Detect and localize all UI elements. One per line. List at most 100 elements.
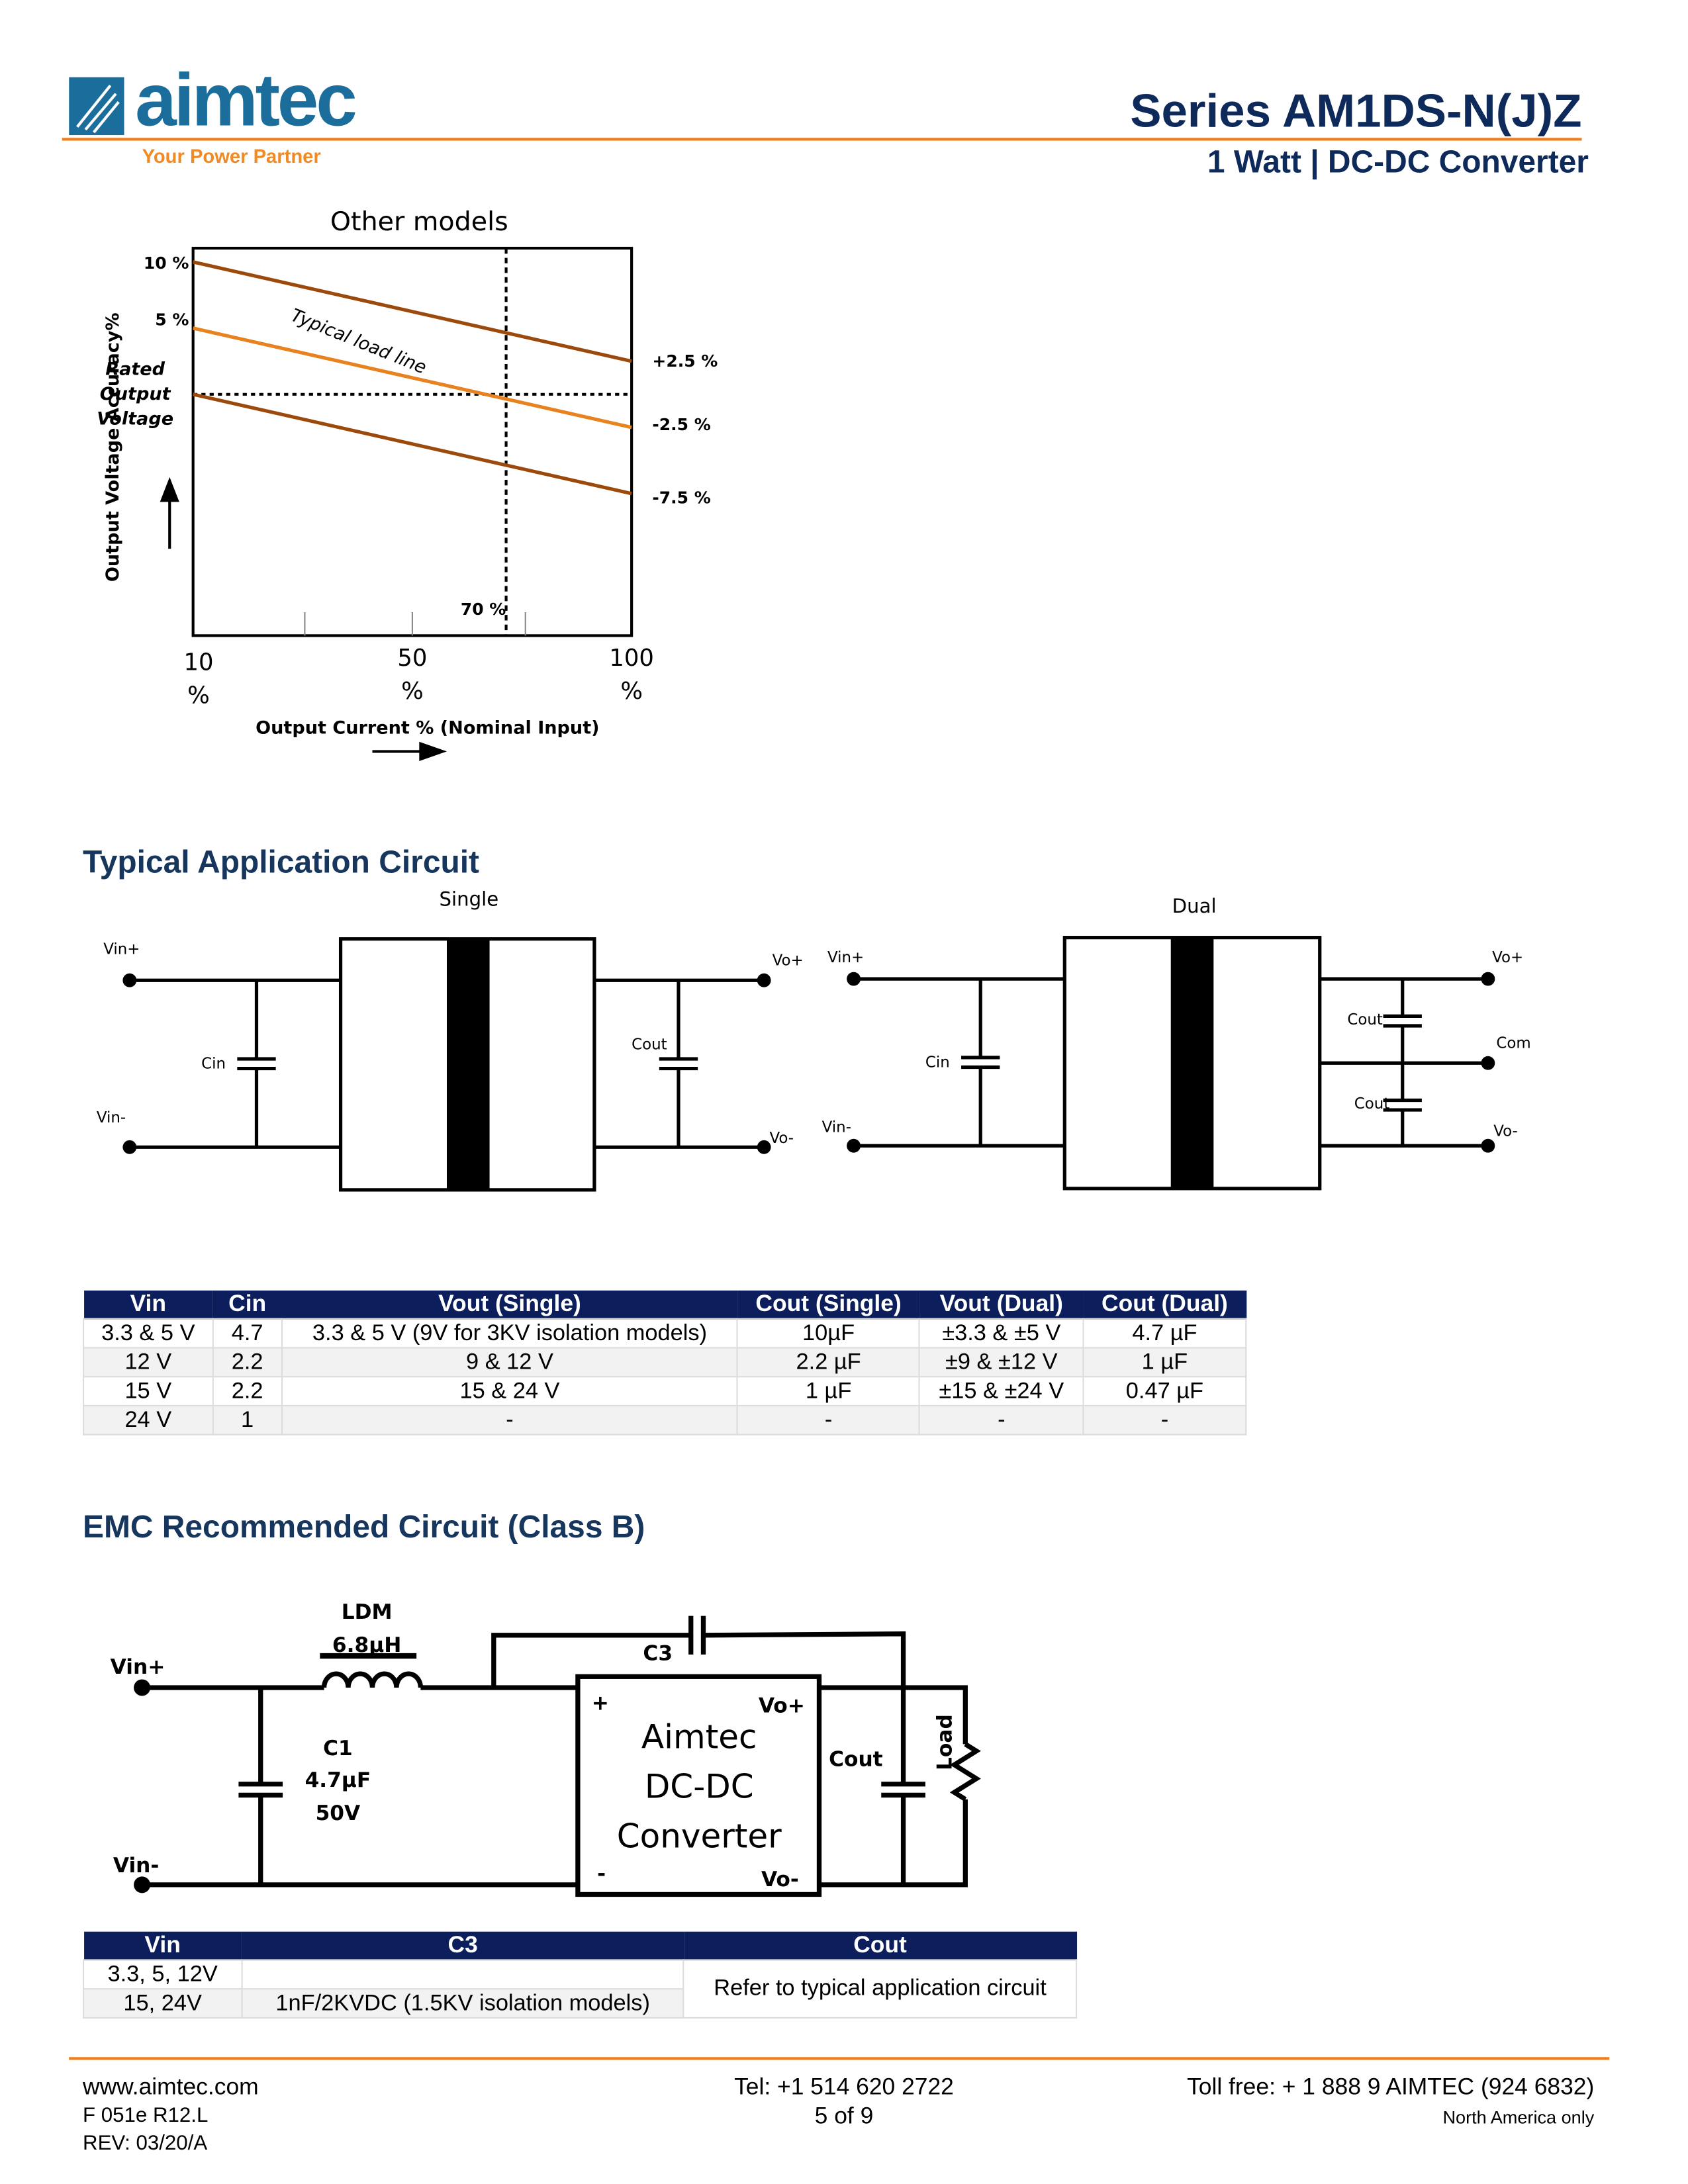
x-tick-unit: % xyxy=(401,678,424,705)
tagline: Your Power Partner xyxy=(142,144,321,167)
label: Vin- xyxy=(822,1118,851,1136)
label: Load xyxy=(933,1714,957,1770)
col-header: C3 xyxy=(242,1931,684,1960)
rated-label: Rated xyxy=(105,359,165,380)
footer-rule xyxy=(69,2057,1610,2060)
rated-label: Voltage xyxy=(97,409,173,430)
col-header: Cout xyxy=(684,1931,1077,1960)
col-header: Cin xyxy=(212,1290,282,1319)
resistor-icon xyxy=(949,1742,981,1801)
section-title-app: Typical Application Circuit xyxy=(82,843,480,880)
header-rule xyxy=(62,138,1582,141)
transformer-core xyxy=(446,938,490,1190)
footer-web[interactable]: www.aimtec.com xyxy=(82,2073,259,2100)
series-line-lower xyxy=(193,392,632,496)
box-label: Converter xyxy=(617,1817,782,1856)
label: Cin xyxy=(201,1056,226,1073)
rated-label: Output xyxy=(100,384,171,404)
label: Cout xyxy=(1354,1095,1390,1113)
col-header: Vout (Dual) xyxy=(919,1290,1084,1319)
x-tick-unit: % xyxy=(187,682,210,709)
label: Vo- xyxy=(1493,1123,1518,1140)
label: LDM xyxy=(342,1600,393,1624)
label: Cin xyxy=(925,1054,950,1071)
inductor-icon xyxy=(321,1671,424,1688)
y-tick-5: 5 % xyxy=(155,310,189,330)
y-tick-10: 10 % xyxy=(144,253,189,273)
label: Cout xyxy=(632,1036,667,1053)
label: C1 xyxy=(323,1737,353,1760)
label: Vin- xyxy=(97,1109,126,1126)
label: Vin+ xyxy=(827,949,864,966)
footer-form: F 051e R12.L xyxy=(82,2104,209,2128)
page-number: 5 of 9 xyxy=(814,2103,874,2129)
right-label: -2.5 % xyxy=(652,415,710,434)
load-line-chart: Other models 10 % 5 % Rated Output Volta… xyxy=(97,206,718,761)
label: C3 xyxy=(643,1641,673,1665)
x-tick: 10 xyxy=(183,649,213,676)
col-header: Vout (Single) xyxy=(281,1290,738,1319)
marker-label: 70 % xyxy=(461,600,506,619)
dual-title: Dual xyxy=(1172,895,1217,917)
terminal-dot xyxy=(134,1876,151,1893)
series-line-upper xyxy=(193,260,632,363)
label: - xyxy=(597,1862,606,1886)
col-header: Cout (Dual) xyxy=(1083,1290,1246,1319)
section-title-emc: EMC Recommended Circuit (Class B) xyxy=(82,1508,645,1545)
label: Vo- xyxy=(769,1130,794,1147)
x-axis-label: Output Current % (Nominal Input) xyxy=(256,717,599,738)
label: Vin+ xyxy=(111,1655,165,1679)
footer-tollfree: Toll free: + 1 888 9 AIMTEC (924 6832) xyxy=(1187,2073,1595,2100)
footer-region: North America only xyxy=(1442,2107,1595,2128)
x-tick-unit: % xyxy=(620,678,643,705)
col-header: Vin xyxy=(83,1290,213,1319)
transformer-core xyxy=(1170,937,1214,1189)
x-arrowhead-icon xyxy=(419,741,447,761)
y-axis-label: Output Voltage Accuracy% xyxy=(103,312,123,582)
label: Vo+ xyxy=(1492,949,1523,966)
col-header: Vin xyxy=(83,1931,242,1960)
label: + xyxy=(592,1691,609,1715)
series-line-typical xyxy=(193,326,632,430)
label: 6.8µH xyxy=(332,1633,401,1657)
x-tick: 100 xyxy=(609,645,654,672)
app-circuit-diagrams: Single Vin+ Vin- Cin Cout Vo+ Vo- Dual V… xyxy=(97,888,1531,1192)
dual-circuit xyxy=(853,936,1488,1191)
label: Com xyxy=(1496,1034,1530,1052)
label: Vo+ xyxy=(773,952,804,969)
single-title: Single xyxy=(440,888,499,911)
emc-circuit-diagram: Vin+ Vin- LDM 6.8µH C1 4.7µF 50V C3 + - … xyxy=(111,1600,981,1897)
label: Cout xyxy=(829,1748,883,1772)
label: Vin+ xyxy=(103,941,140,958)
label: Vo+ xyxy=(759,1694,805,1717)
col-header: Cout (Single) xyxy=(737,1290,919,1319)
footer-rev: REV: 03/20/A xyxy=(82,2131,208,2156)
logo-mark-icon xyxy=(69,77,124,136)
label: Cout xyxy=(1347,1011,1383,1028)
right-label: +2.5 % xyxy=(652,351,718,371)
terminal-dots xyxy=(122,972,1495,1154)
label: Vin- xyxy=(113,1854,160,1878)
cout-merged: Refer to typical application circuit xyxy=(683,1959,1078,2019)
footer-tel: Tel: +1 514 620 2722 xyxy=(734,2073,954,2100)
series-title: Series AM1DS-N(J)Z xyxy=(1130,85,1582,138)
y-arrowhead-icon xyxy=(160,477,179,502)
logo: aimtec xyxy=(69,60,357,142)
x-tick: 50 xyxy=(397,645,427,672)
series-subtitle: 1 Watt | DC-DC Converter xyxy=(1207,143,1589,179)
box-label: DC-DC xyxy=(645,1768,754,1806)
right-label: -7.5 % xyxy=(652,488,710,507)
box-label: Aimtec xyxy=(641,1718,757,1756)
terminal-dot xyxy=(134,1679,151,1696)
label: 4.7µF xyxy=(305,1768,371,1792)
chart-title: Other models xyxy=(330,206,508,237)
